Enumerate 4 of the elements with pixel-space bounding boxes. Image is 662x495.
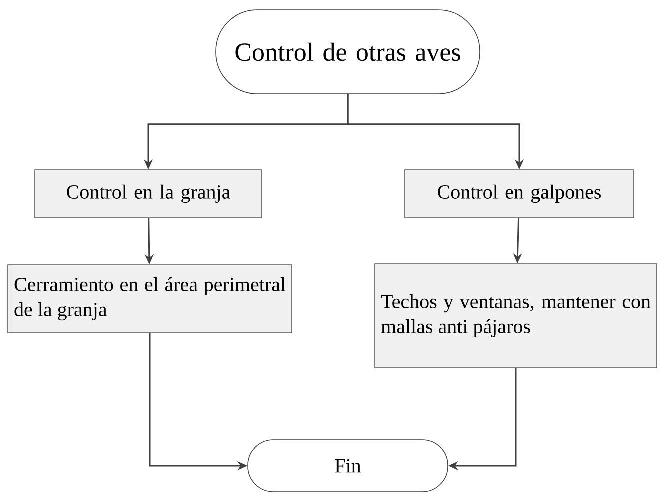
process-box: Control en galpones — [404, 170, 634, 218]
process-box: Cerramiento en el área perimetral de la granja — [8, 264, 292, 334]
process-box: Control en la granja — [34, 170, 262, 218]
process-box: Techos y ventanas, mantener con mallas anti pájaros — [374, 264, 658, 368]
